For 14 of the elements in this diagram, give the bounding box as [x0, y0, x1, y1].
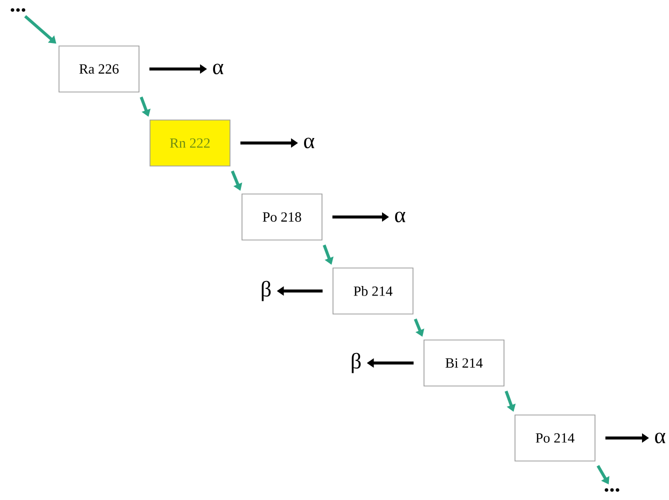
- nuclide-box: Po 218: [242, 194, 322, 240]
- decay-symbol: β: [262, 280, 271, 302]
- nuclide-box: Bi 214: [424, 340, 504, 386]
- decay-symbol: α: [213, 64, 224, 74]
- ellipsis: ...: [604, 488, 620, 492]
- ellipsis: ...: [10, 8, 26, 12]
- decay-symbol: α: [655, 432, 666, 444]
- decay-symbol: β: [352, 352, 361, 374]
- decay-symbol: α: [395, 212, 406, 222]
- nuclide-box: Ra 226: [58, 46, 140, 92]
- nuclide-box: Po 214: [514, 414, 596, 462]
- decay-symbol: α: [304, 138, 314, 148]
- nuclide-box: Rn 222: [150, 120, 230, 166]
- nuclide-box: Pb 214: [332, 268, 414, 314]
